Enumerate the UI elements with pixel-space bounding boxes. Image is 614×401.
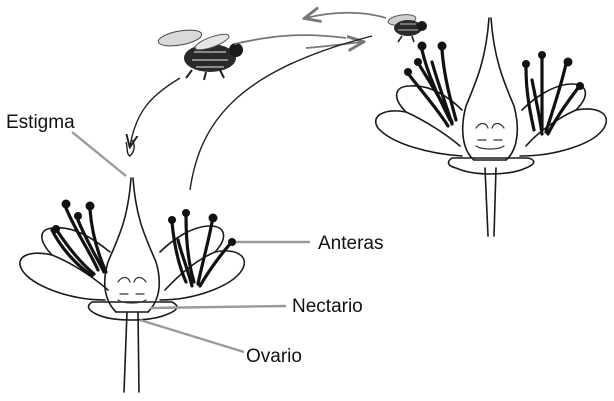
ovary-label: Ovario (246, 346, 302, 367)
right-flower-stamens-left (404, 42, 456, 127)
nectary-leader-line (150, 306, 286, 308)
nectary-label: Nectario (292, 296, 363, 317)
left-flower (20, 178, 244, 392)
stigma-leader-line (72, 132, 126, 176)
left-flower-pistil (105, 178, 160, 312)
right-flower-stamens-right (522, 51, 584, 134)
right-flower-stem (485, 168, 496, 236)
left-flower-petals (20, 226, 244, 320)
left-flower-stamens-right (168, 209, 236, 286)
bee-icon (387, 13, 427, 42)
stigma-label: Estigma (6, 112, 75, 133)
anthers-label: Anteras (318, 233, 383, 254)
left-flower-stem (124, 312, 139, 392)
bee-icon (157, 27, 243, 80)
left-flower-stamens-left (52, 200, 106, 277)
ovary-leader-line (140, 320, 244, 352)
right-flower-pistil (463, 18, 518, 160)
right-flower (376, 18, 607, 236)
